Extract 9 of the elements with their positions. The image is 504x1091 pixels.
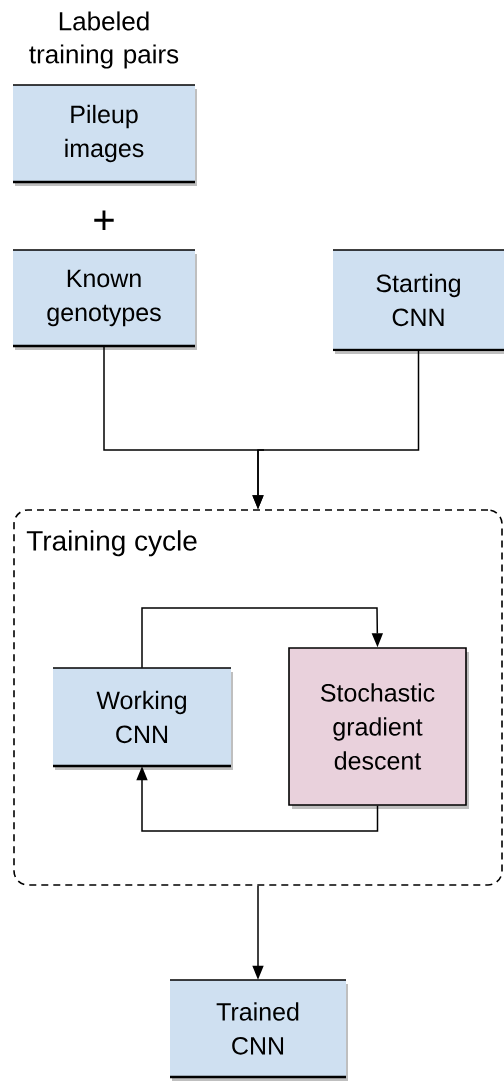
data-box: Pileup images — [12, 84, 197, 186]
arrow — [141, 607, 384, 669]
data-box: Working CNN — [52, 667, 233, 770]
data-box: Starting CNN — [332, 249, 504, 354]
data-box: Known genotypes — [12, 249, 197, 350]
process-box: Stochastic gradient descent — [288, 647, 469, 809]
plus-sign: + — [94, 210, 114, 231]
group-title: Training cycle — [26, 530, 197, 557]
data-box: Trained CNN — [169, 979, 348, 1081]
